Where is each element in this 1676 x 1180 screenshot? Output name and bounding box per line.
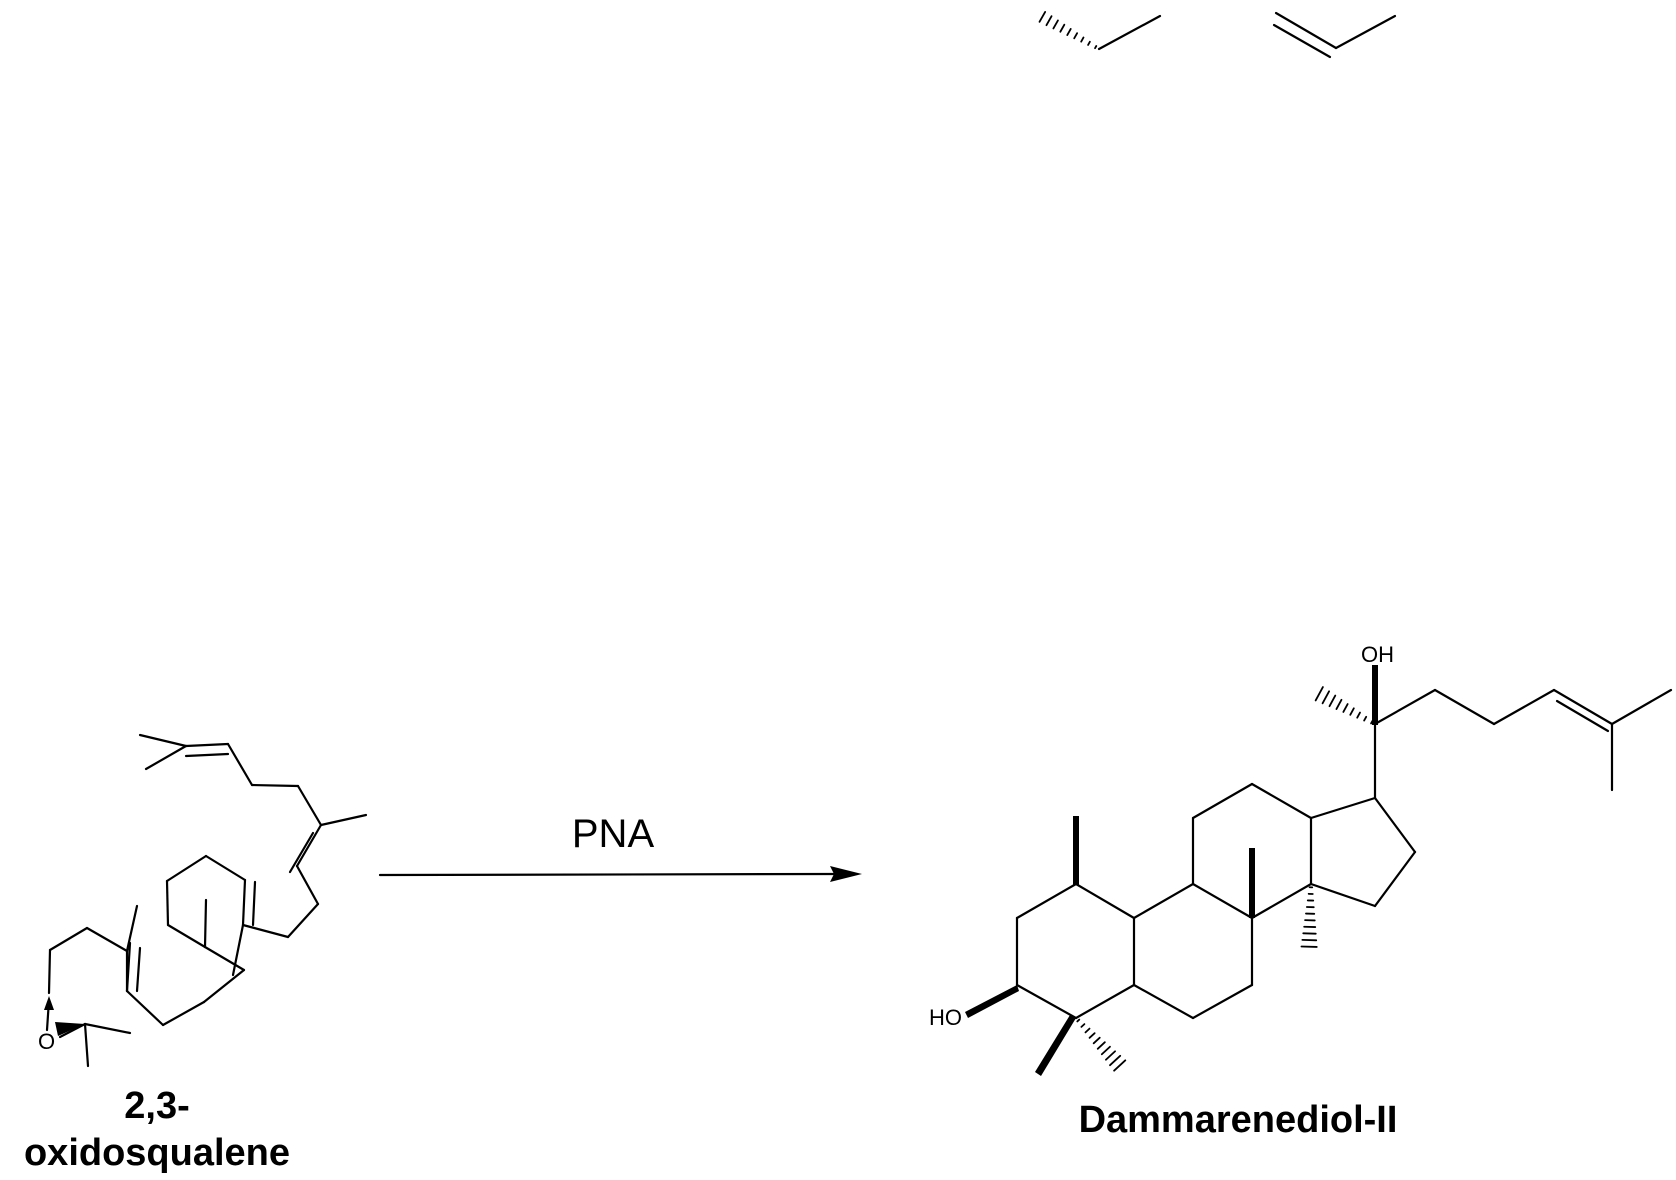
product-name: Dammarenediol-II	[1079, 1099, 1398, 1141]
reactant-name-line1: 2,3-	[124, 1085, 189, 1127]
hydroxyl-label-c20: OH	[1361, 642, 1394, 667]
oxidosqualene-structure: O	[38, 733, 368, 1068]
reaction-arrow	[378, 866, 862, 882]
hashed-wedge-c4-methyl	[1076, 1018, 1127, 1072]
oxygen-label: O	[38, 1029, 55, 1054]
fragment-hashed-wedge	[1038, 11, 1162, 51]
dammarenediol-structure: HO OH	[929, 642, 1673, 1076]
fragment-propene	[1272, 11, 1397, 59]
reagent-label: PNA	[572, 812, 655, 856]
hydroxyl-label-c3: HO	[929, 1005, 962, 1030]
hashed-wedge-c14-methyl	[1300, 886, 1318, 948]
hashed-wedge-bond	[1038, 11, 1098, 50]
reactant-name-line2: oxidosqualene	[24, 1132, 290, 1174]
hashed-wedge-c20-methyl	[1314, 686, 1374, 725]
